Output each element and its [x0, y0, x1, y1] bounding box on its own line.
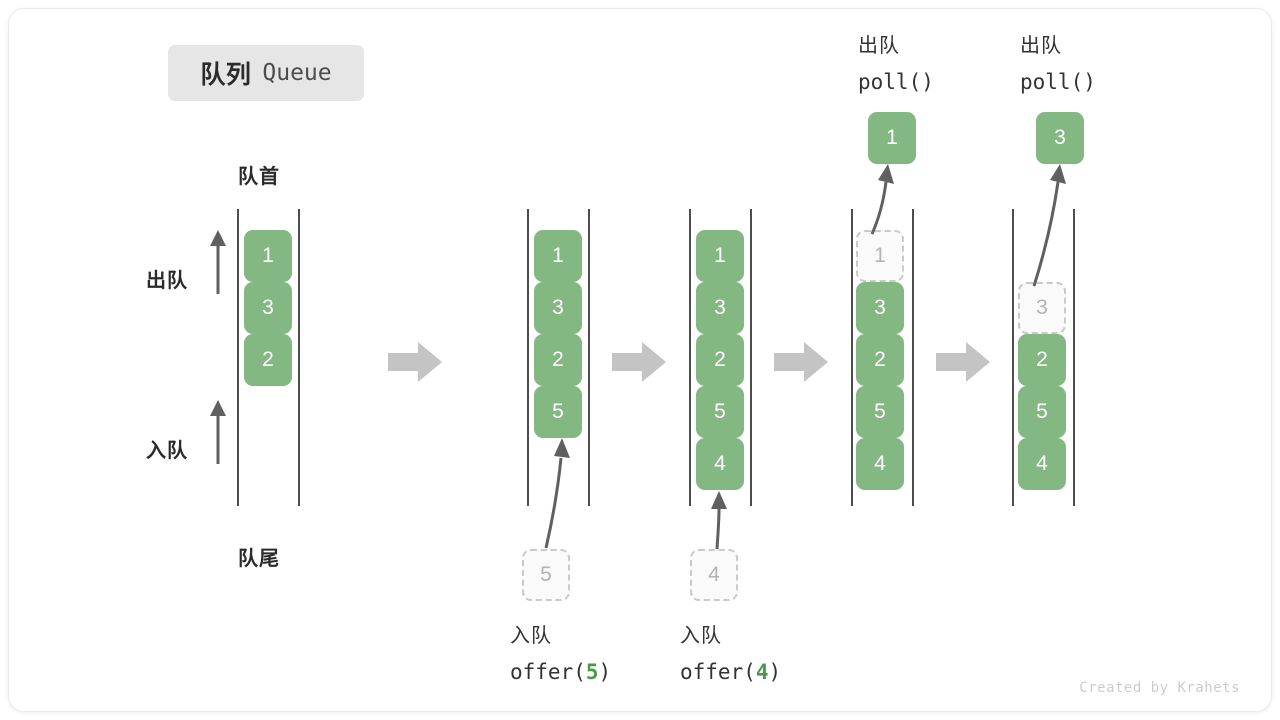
rail-left — [851, 209, 853, 506]
queue-cell: 4 — [1018, 438, 1066, 490]
operation-label-poll-3: 出队 poll() — [1020, 28, 1096, 100]
rail-left — [237, 209, 239, 506]
rail-right — [588, 209, 590, 506]
code-prefix: poll( — [1020, 70, 1084, 94]
title-badge: 队列 Queue — [168, 45, 364, 101]
queue-tail-label: 队尾 — [238, 548, 280, 570]
queue-cell: 2 — [856, 334, 904, 386]
enqueue-direction-arrow-icon — [210, 400, 226, 464]
code-arg: 5 — [585, 660, 599, 684]
code-prefix: offer( — [510, 660, 586, 684]
popped-cell: 3 — [1036, 112, 1084, 164]
credit-label: Created by Krahets — [1079, 680, 1240, 696]
queue-cell: 1 — [534, 230, 582, 282]
ghost-cell: 4 — [690, 549, 738, 601]
queue-cell: 2 — [534, 334, 582, 386]
queue-cell: 3 — [696, 282, 744, 334]
operation-label-offer-4: 入队 offer(4) — [680, 618, 781, 690]
operation-label-code: poll() — [1020, 64, 1096, 100]
queue-cell: 3 — [244, 282, 292, 334]
operation-label-offer-5: 入队 offer(5) — [510, 618, 611, 690]
code-suffix: ) — [921, 70, 934, 94]
operation-label-cn: 出队 — [858, 35, 900, 57]
flow-arrow-icon — [612, 342, 666, 382]
ghost-cell: 1 — [856, 230, 904, 282]
title-label-en: Queue — [262, 60, 332, 86]
dequeue-motion-arrow-icon — [870, 164, 894, 235]
code-suffix: ) — [768, 660, 782, 684]
queue-head-label: 队首 — [238, 166, 280, 188]
queue-cell-inserted: 5 — [534, 386, 582, 438]
popped-cell: 1 — [868, 112, 916, 164]
queue-cell: 1 — [244, 230, 292, 282]
queue-cell: 2 — [1018, 334, 1066, 386]
queue-cell: 2 — [244, 334, 292, 386]
operation-label-code: offer(4) — [680, 654, 781, 690]
dequeue-side-label: 出队 — [146, 270, 188, 292]
rail-left — [1012, 209, 1014, 506]
rail-right — [750, 209, 752, 506]
queue-cell: 3 — [534, 282, 582, 334]
operation-label-cn: 入队 — [680, 625, 722, 647]
enqueue-side-label: 入队 — [146, 440, 188, 462]
flow-arrow-icon — [388, 342, 442, 382]
code-suffix: ) — [1083, 70, 1096, 94]
rail-left — [689, 209, 691, 506]
code-suffix: ) — [598, 660, 612, 684]
operation-label-cn: 入队 — [510, 625, 552, 647]
queue-cell: 4 — [856, 438, 904, 490]
queue-cell: 1 — [696, 230, 744, 282]
queue-cell: 5 — [856, 386, 904, 438]
operation-label-cn: 出队 — [1020, 35, 1062, 57]
queue-cell: 5 — [1018, 386, 1066, 438]
ghost-cell: 5 — [522, 549, 570, 601]
enqueue-motion-arrow-icon — [711, 491, 727, 550]
ghost-cell: 3 — [1018, 282, 1066, 334]
operation-label-code: offer(5) — [510, 654, 611, 690]
rail-left — [527, 209, 529, 506]
rail-right — [1073, 209, 1075, 506]
title-label-cn: 队列 — [200, 61, 252, 89]
queue-cell: 5 — [696, 386, 744, 438]
code-prefix: offer( — [680, 660, 756, 684]
queue-cell-inserted: 4 — [696, 438, 744, 490]
rail-right — [912, 209, 914, 506]
operation-label-code: poll() — [858, 64, 934, 100]
queue-cell: 3 — [856, 282, 904, 334]
dequeue-direction-arrow-icon — [210, 230, 226, 294]
code-arg: 4 — [755, 660, 769, 684]
code-prefix: poll( — [858, 70, 922, 94]
flow-arrow-icon — [774, 342, 828, 382]
enqueue-motion-arrow-icon — [544, 438, 570, 549]
operation-label-poll-1: 出队 poll() — [858, 28, 934, 100]
flow-arrow-icon — [936, 342, 990, 382]
rail-right — [298, 209, 300, 506]
dequeue-motion-arrow-icon — [1032, 164, 1066, 287]
queue-cell: 2 — [696, 334, 744, 386]
